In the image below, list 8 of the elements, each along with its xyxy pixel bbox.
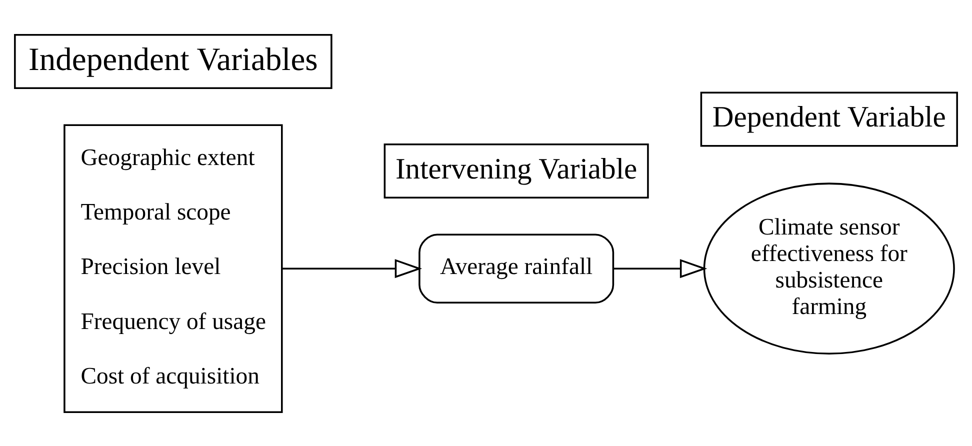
node-box: Intervening Variable — [384, 142, 649, 198]
arrow — [613, 258, 708, 278]
arrow — [282, 258, 422, 278]
node-ellipse: Climate sensor effectiveness for subsistence farming — [703, 182, 955, 354]
node-box: Average rainfall — [418, 233, 614, 304]
node-box: Independent Variables — [14, 34, 332, 89]
node-box: Geographic extent Temporal scope Precision level Frequency of usage Cost of acquisition — [64, 124, 283, 412]
node-box: Dependent Variable — [700, 91, 958, 146]
